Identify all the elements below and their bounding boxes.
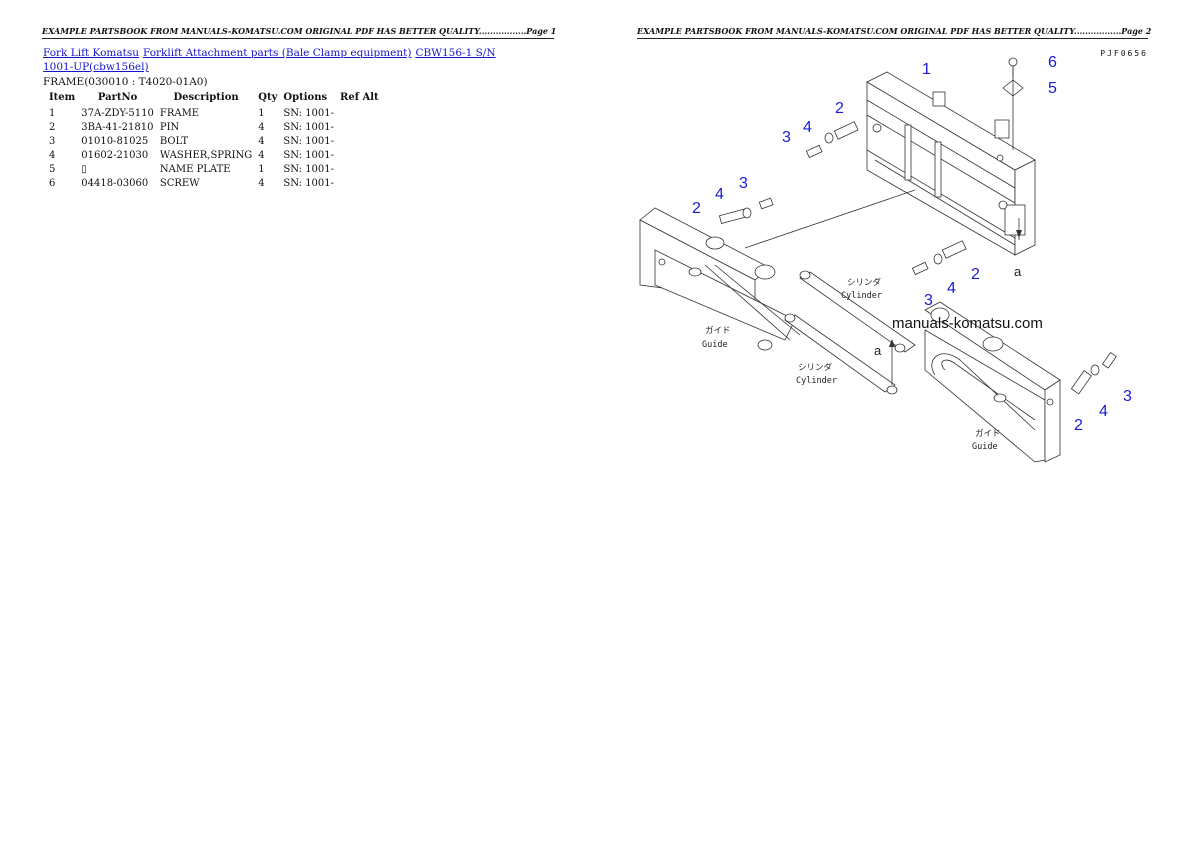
page-header: EXAMPLE PARTSBOOK FROM MANUALS-KOMATSU.C…	[42, 26, 556, 39]
cell-options: SN: 1001-	[283, 149, 335, 161]
cell-item: 1	[49, 107, 56, 119]
page-2: EXAMPLE PARTSBOOK FROM MANUALS-KOMATSU.C…	[595, 0, 1190, 842]
parts-table: Item PartNo Description Qty Options Ref …	[46, 91, 382, 190]
cell-qty: 4	[258, 177, 265, 189]
callout-4: 4	[1099, 403, 1108, 420]
cell-refalt	[337, 134, 382, 148]
cylinder-label: Cylinder	[796, 376, 837, 386]
callout-1: 1	[922, 61, 931, 78]
cell-refalt	[337, 148, 382, 162]
table-row: 4 01602-21030 WASHER,SPRING 4 SN: 1001-	[46, 148, 382, 162]
table-row: 3 01010-81025 BOLT 4 SN: 1001-	[46, 134, 382, 148]
cell-qty: 1	[258, 163, 265, 175]
callout-6: 6	[1048, 54, 1057, 71]
cell-item: 3	[49, 135, 56, 147]
col-header-description: Description	[173, 92, 239, 103]
cell-qty: 4	[258, 121, 265, 133]
cell-description: WASHER,SPRING	[159, 149, 253, 161]
cell-qty: 4	[258, 135, 265, 147]
cell-qty: 1	[258, 107, 265, 119]
callout-a: a	[1014, 264, 1022, 279]
cell-refalt	[337, 120, 382, 134]
cylinder-jp-label: シリンダ	[847, 277, 882, 288]
table-row: 6 04418-03060 SCREW 4 SN: 1001-	[46, 176, 382, 190]
page-1: EXAMPLE PARTSBOOK FROM MANUALS-KOMATSU.C…	[42, 26, 556, 190]
cell-partno: ▯	[78, 162, 157, 176]
nameplate-drawing	[1002, 57, 1024, 150]
callout-2: 2	[692, 200, 701, 217]
col-header-options: Options	[283, 92, 328, 103]
callout-a: a	[874, 343, 882, 358]
table-header-row: Item PartNo Description Qty Options Ref …	[46, 91, 382, 106]
table-row: 2 3BA-41-21810 PIN 4 SN: 1001-	[46, 120, 382, 134]
table-row: 5 ▯ NAME PLATE 1 SN: 1001-	[46, 162, 382, 176]
fasteners-drawing	[718, 121, 1117, 395]
cell-description: SCREW	[159, 177, 200, 189]
col-header-qty: Qty	[258, 92, 278, 103]
guide-label: Guide	[972, 442, 998, 452]
cell-partno: 37A-ZDY-5110	[81, 107, 154, 119]
cell-description: NAME PLATE	[159, 163, 231, 175]
callout-3: 3	[924, 292, 933, 309]
page-header: EXAMPLE PARTSBOOK FROM MANUALS-KOMATSU.C…	[637, 26, 1151, 39]
callout-3: 3	[1123, 388, 1132, 405]
callout-4: 4	[803, 119, 812, 136]
callout-5: 5	[1048, 80, 1057, 97]
breadcrumb-link-model[interactable]: CBW156-1 S/N 1001-UP(cbw156el)	[43, 47, 496, 73]
frame-title: FRAME(030010 : T4020-01A0)	[43, 76, 208, 88]
cell-refalt	[337, 162, 382, 176]
cell-description: BOLT	[159, 135, 189, 147]
cell-item: 5	[49, 163, 56, 175]
callout-2: 2	[971, 266, 980, 283]
table-row: 1 37A-ZDY-5110 FRAME 1 SN: 1001-	[46, 106, 382, 120]
guide-label: Guide	[702, 340, 728, 350]
breadcrumb-link-fork-lift[interactable]: Fork Lift Komatsu	[43, 47, 139, 59]
breadcrumb-link-attachment[interactable]: Forklift Attachment parts (Bale Clamp eq…	[143, 47, 412, 59]
cell-description: FRAME	[159, 107, 200, 119]
cell-options: SN: 1001-	[283, 121, 335, 133]
guide-jp-label: ガイド	[975, 428, 1001, 439]
col-header-item: Item	[49, 92, 76, 103]
cylinder-jp-label: シリンダ	[798, 362, 833, 373]
cell-options: SN: 1001-	[283, 107, 335, 119]
callout-4: 4	[947, 280, 956, 297]
guide-jp-label: ガイド	[705, 325, 731, 336]
cell-partno: 01602-21030	[81, 149, 149, 161]
cell-description: PIN	[159, 121, 180, 133]
cell-refalt	[337, 176, 382, 190]
cell-partno: 01010-81025	[81, 135, 149, 147]
watermark: manuals-komatsu.com	[892, 315, 1043, 332]
callout-2: 2	[835, 100, 844, 117]
cell-qty: 4	[258, 149, 265, 161]
callout-2: 2	[1074, 417, 1083, 434]
callout-3: 3	[739, 175, 748, 192]
col-header-refalt: Ref Alt	[340, 92, 379, 103]
right-arm-drawing	[924, 301, 1061, 463]
diagram-code: PJF0656	[1100, 49, 1148, 58]
cell-options: SN: 1001-	[283, 135, 335, 147]
cell-refalt	[337, 106, 382, 120]
cell-item: 6	[49, 177, 56, 189]
cell-item: 4	[49, 149, 56, 161]
frame-part-drawing	[866, 71, 1036, 256]
left-arm-drawing	[639, 207, 801, 351]
cell-item: 2	[49, 121, 56, 133]
col-header-partno: PartNo	[97, 92, 138, 103]
missing-glyph-icon: ▯	[81, 163, 87, 175]
exploded-parts-diagram: 1 2 4 3 3 4 2 2 4 3 6 5 3 4 2 a a シリンダ C…	[639, 54, 1132, 463]
cell-partno: 3BA-41-21810	[81, 121, 154, 133]
callout-4: 4	[715, 186, 724, 203]
breadcrumb: Fork Lift Komatsu Forklift Attachment par…	[43, 46, 513, 74]
cell-options: SN: 1001-	[283, 177, 335, 189]
callout-3: 3	[782, 129, 791, 146]
cell-options: SN: 1001-	[283, 163, 335, 175]
cell-partno: 04418-03060	[81, 177, 149, 189]
cylinder-drawing	[784, 270, 916, 395]
cylinder-label: Cylinder	[841, 291, 882, 301]
